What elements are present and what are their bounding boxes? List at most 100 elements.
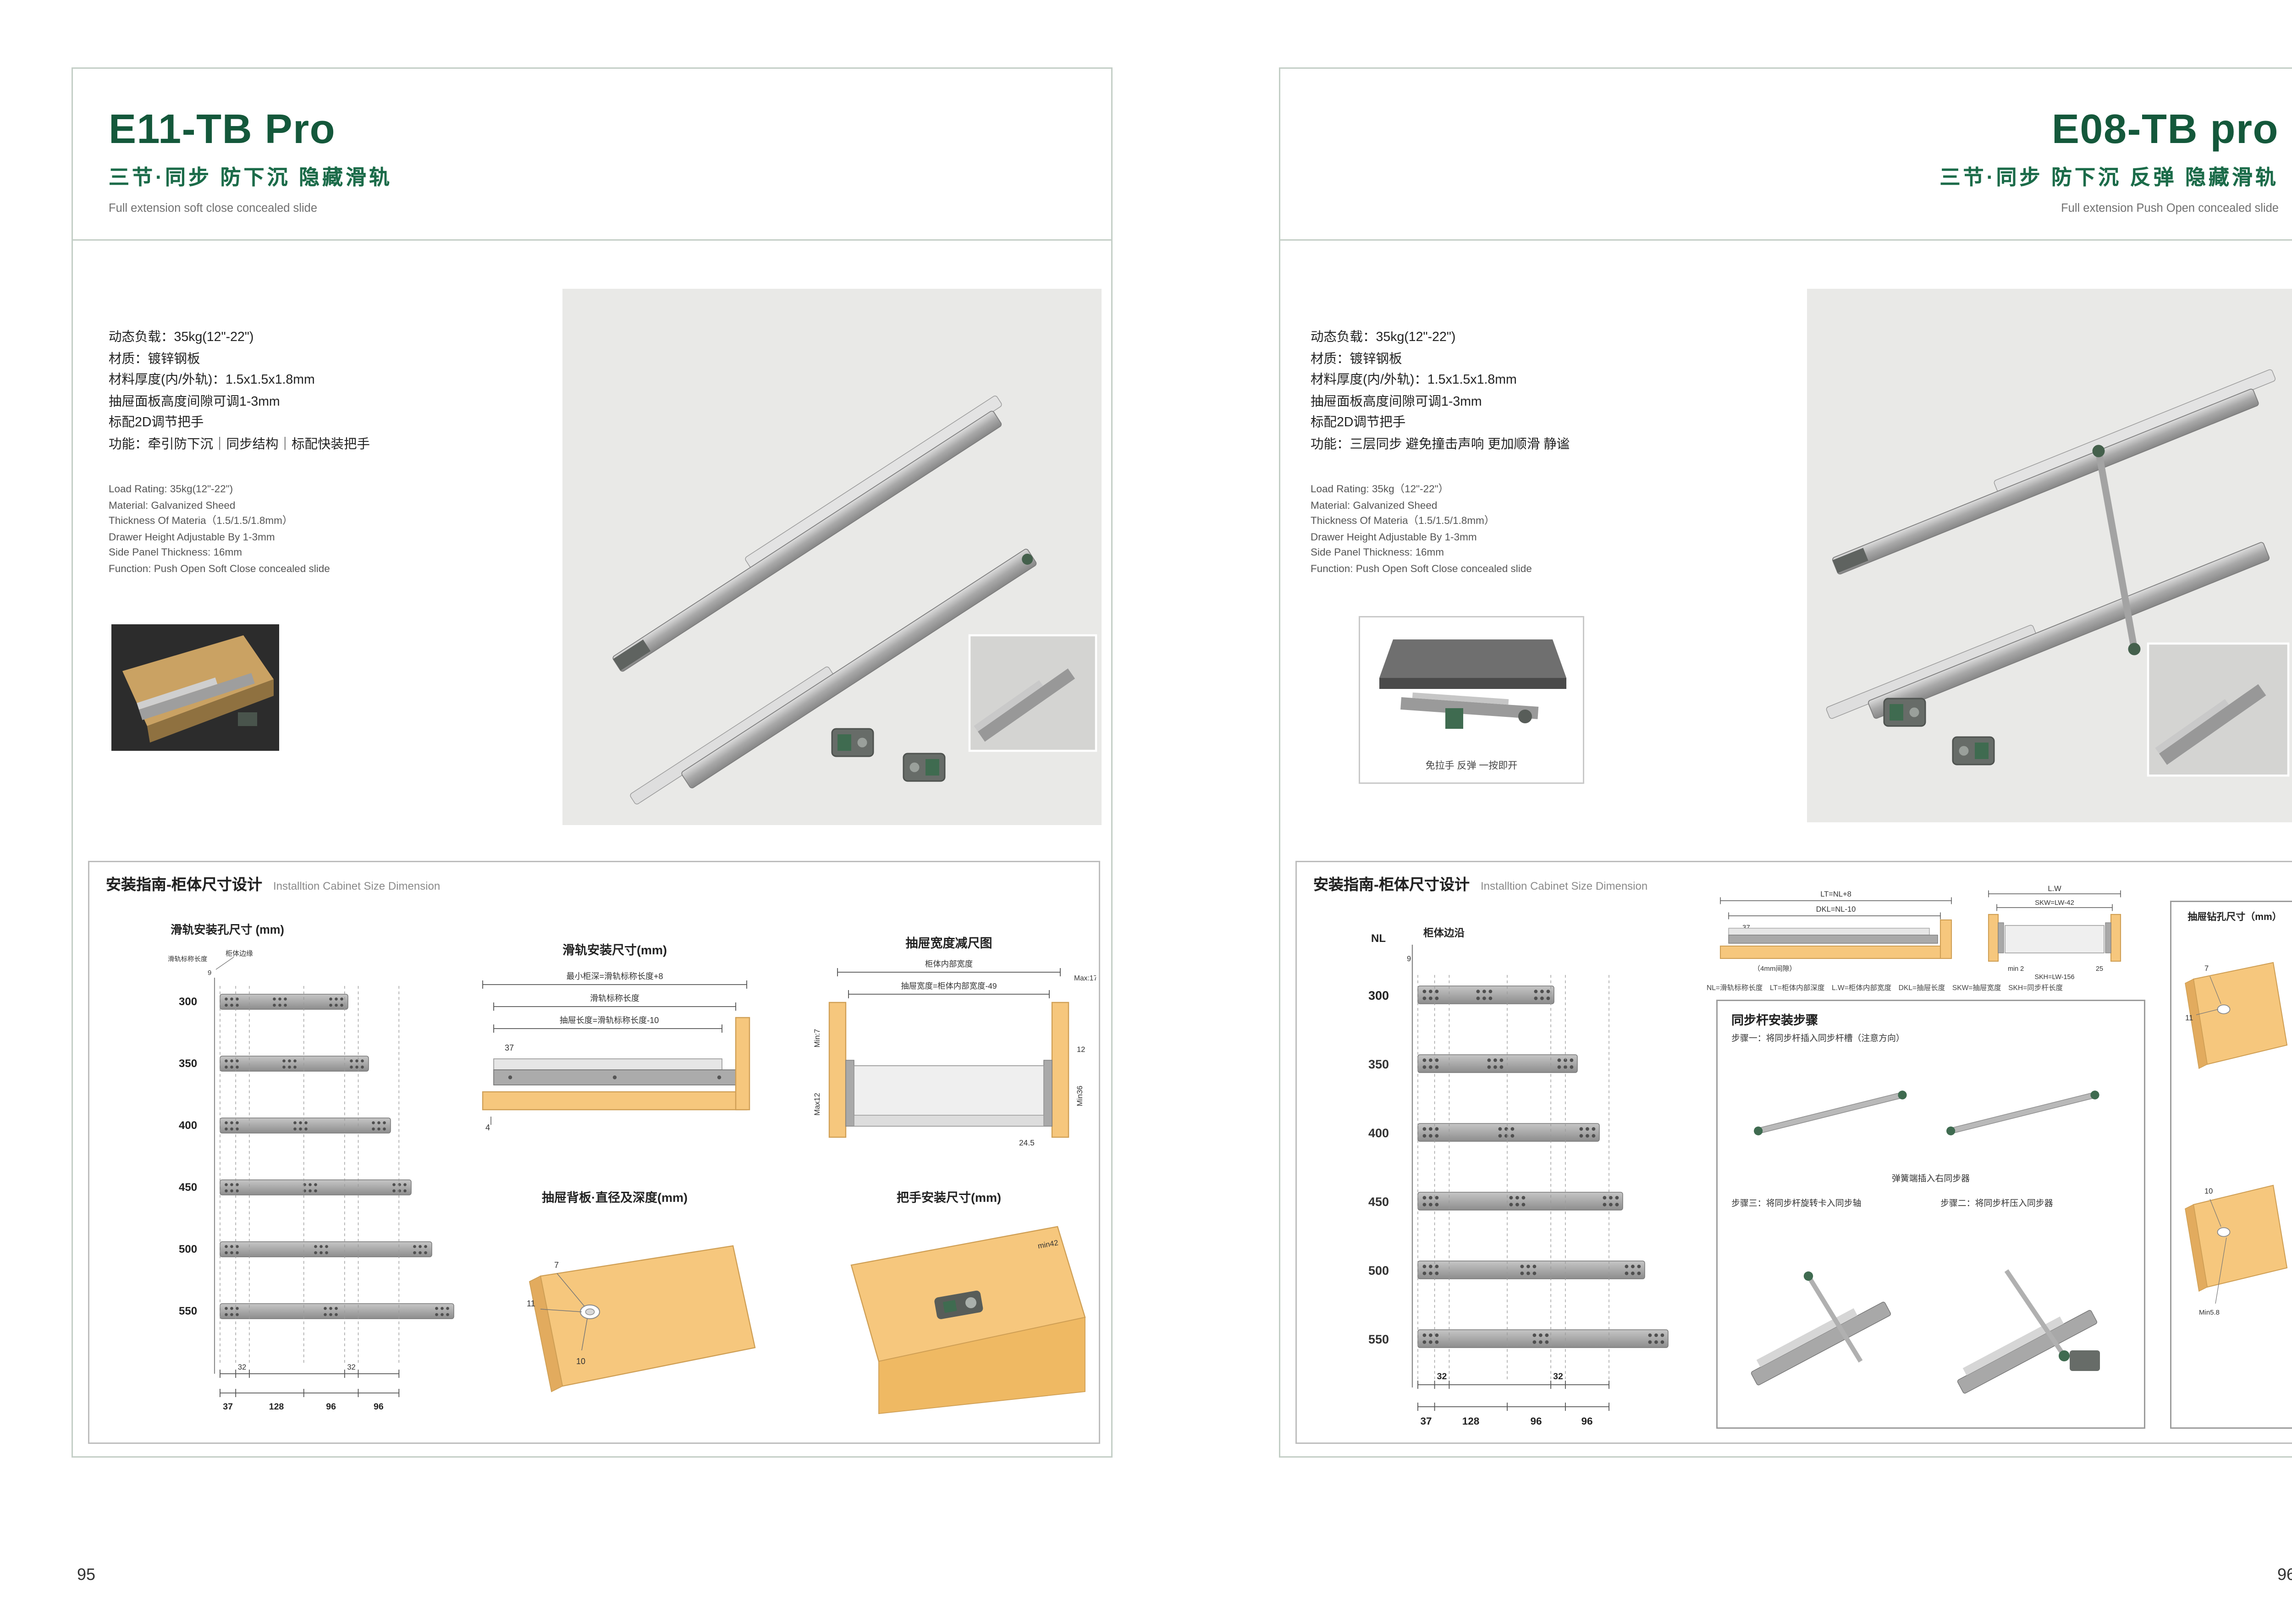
d2-title: 滑轨安装尺寸(mm) — [562, 943, 667, 957]
spec-line: 材质：镀锌钢板 — [1311, 351, 1402, 367]
photo-small-graphic — [1360, 617, 1583, 755]
dimension-legend: NL=滑轨标称长度 LT=柜体内部深度 L.W=柜体内部宽度 DKL=抽屉长度 … — [1707, 985, 2063, 993]
sync-rod-steps-box: 同步杆安装步骤 步骤一：将同步杆插入同步杆槽（注意方向） 弹簧端插入右同步器 步… — [1716, 1000, 2145, 1429]
product-title: E08-TB pro — [2051, 107, 2279, 153]
dim-label: 最小柜深=滑轨标称长度+8 — [566, 972, 663, 981]
sync-box-title: 同步杆安装步骤 — [1731, 1013, 1818, 1027]
spec-line: Load Rating: 35kg(12"-22") — [109, 483, 233, 495]
spec-line: Drawer Height Adjustable By 1-3mm — [109, 530, 275, 543]
dim-label: DKL=NL-10 — [1816, 905, 1856, 914]
rail-length-label: 550 — [1368, 1332, 1389, 1346]
dim-label: 32 — [1553, 1371, 1563, 1382]
stack-label-edge: 柜体边缘 — [226, 950, 253, 958]
slide-rail-lower — [1826, 542, 2270, 719]
dim-label: 96 — [374, 1402, 384, 1412]
photo-large-graphic — [1807, 289, 2292, 822]
mount-clip — [1883, 698, 1926, 727]
sync-step3-graphic — [1751, 1271, 1891, 1386]
slide-rail-upper — [1832, 369, 2276, 575]
spec-line: Drawer Height Adjustable By 1-3mm — [1311, 530, 1477, 543]
header-divider — [1280, 239, 2292, 241]
stack-label-edge: 柜体边沿 — [1423, 927, 1465, 939]
rail-length-label: 450 — [179, 1181, 197, 1194]
rail-row: 500 — [1368, 1261, 1645, 1279]
stack-svg: NL 柜体边沿 9 300 350 400 — [1368, 927, 1669, 1427]
dim-label: 4 — [485, 1123, 490, 1132]
dim-line-upper — [220, 1370, 400, 1378]
product-subtitle: 三节·同步 防下沉 反弹 隐藏滑轨 — [1939, 166, 2279, 190]
spec-line: 标配2D调节把手 — [109, 415, 204, 430]
dim-line-lower — [220, 1389, 400, 1397]
product-subtitle-en: Full extension soft close concealed slid… — [109, 201, 318, 215]
dim-label: 柜体内部宽度 — [925, 959, 973, 969]
spec-line: Side Panel Thickness: 16mm — [109, 546, 242, 558]
dim-label: LT=NL+8 — [1820, 890, 1851, 898]
dim-label: 7 — [2204, 964, 2209, 973]
d3-svg: 抽屉宽度减尺图 柜体内部宽度 抽屉宽度=柜体内部宽度-49 Min:7 Max1… — [813, 936, 1096, 1147]
product-photo-large — [1807, 289, 2292, 822]
spec-line: Material: Galvanized Sheed — [109, 498, 236, 511]
sync-step1-text: 步骤一：将同步杆插入同步杆槽（注意方向） — [1731, 1034, 1905, 1044]
rail-row: 300 — [1368, 985, 1554, 1004]
drill-title: 抽屉钻孔尺寸（mm） — [2187, 911, 2281, 922]
profileB-svg: L.W SKW=LW-42 min 2 25 SKH=LW-156 — [1988, 885, 2121, 980]
spec-line: Load Rating: 35kg（12"-22"） — [1311, 483, 1449, 495]
sync-rod — [2092, 445, 2141, 655]
dim-line-lower — [1417, 1403, 1609, 1411]
stack-title: 滑轨安装孔尺寸 (mm) — [171, 923, 284, 936]
dim-label: 抽屉宽度=柜体内部宽度-49 — [901, 981, 997, 991]
rail-length-label: 400 — [1368, 1126, 1389, 1140]
install-title-cn: 安装指南-柜体尺寸设计 — [1313, 877, 1470, 894]
rail-length-label: 350 — [179, 1057, 197, 1070]
drill-svg: 抽屉钻孔尺寸（mm） 7 11 10 Min5.8 — [2185, 911, 2288, 1316]
right-header: E08-TB pro 三节·同步 防下沉 反弹 隐藏滑轨 Full extens… — [1940, 107, 2279, 215]
profileA-svg: LT=NL+8 DKL=NL-10 37 （4mm间隙） — [1719, 890, 1952, 973]
install-title-en: Installtion Cabinet Size Dimension — [1481, 880, 1648, 892]
product-title: E11-TB Pro — [109, 107, 336, 153]
stack-svg: 滑轨安装孔尺寸 (mm) 滑轨标称长度 柜体边缘 9 300 350 — [168, 923, 454, 1412]
spec-line: Thickness Of Materia（1.5/1.5/1.8mm） — [1311, 514, 1495, 527]
left-header: E11-TB Pro 三节·同步 防下沉 隐藏滑轨 Full extension… — [109, 107, 392, 215]
rail-length-label: 300 — [179, 996, 197, 1008]
d2-svg: 滑轨安装尺寸(mm) 最小柜深=滑轨标称长度+8 滑轨标称长度 抽屉长度=滑轨标… — [482, 943, 750, 1132]
dim-label: SKW=LW-42 — [2035, 899, 2074, 907]
rail-row: 550 — [179, 1303, 454, 1319]
dim-label: 10 — [576, 1357, 585, 1366]
d3-title: 抽屉宽度减尺图 — [906, 936, 992, 950]
dim-label: 37 — [223, 1402, 233, 1412]
rail-row: 500 — [179, 1241, 432, 1257]
photo-caption: 免拉手 反弹 一按即开 — [1425, 762, 1518, 771]
rail-row: 400 — [1368, 1123, 1600, 1142]
rail-row: 350 — [1368, 1054, 1578, 1073]
back-panel-drawing: 抽屉背板·直径及深度(mm) 7 11 10 — [463, 1185, 766, 1426]
page-number-left: 95 — [77, 1565, 96, 1584]
product-subtitle: 三节·同步 防下沉 隐藏滑轨 — [109, 166, 393, 190]
spec-list-en: Load Rating: 35kg(12"-22") Material: Gal… — [109, 481, 535, 576]
guide-lines — [220, 986, 399, 1365]
dim-label: Min:7 — [813, 1029, 821, 1047]
spec-line: 功能：牵引防下沉｜同步结构｜标配快装把手 — [109, 436, 370, 452]
sync-rods-graphic — [1754, 1090, 2099, 1135]
rail-length-label: 400 — [179, 1119, 197, 1132]
photo-large-graphic — [562, 289, 1102, 825]
spec-line: 材料厚度(内/外轨)：1.5x1.5x1.8mm — [109, 373, 315, 388]
spec-line: 标配2D调节把手 — [1311, 415, 1406, 430]
dim-label: 37 — [1420, 1415, 1432, 1427]
spec-list-en: Load Rating: 35kg（12"-22"） Material: Gal… — [1311, 481, 1751, 576]
spec-line: 抽屉面板高度间隙可调1-3mm — [109, 394, 280, 409]
mount-clip — [903, 753, 946, 782]
dim-label: Max12 — [813, 1093, 821, 1116]
spec-line: Function: Push Open Soft Close concealed… — [109, 562, 330, 574]
dim-label: 96 — [1530, 1415, 1542, 1427]
spec-line: 材质：镀锌钢板 — [109, 351, 200, 367]
stack-label-left: 滑轨标称长度 — [168, 955, 207, 963]
stack-drawing: NL 柜体边沿 9 300 350 400 — [1352, 903, 1682, 1429]
spec-line: Thickness Of Materia（1.5/1.5/1.8mm） — [109, 514, 293, 527]
product-photo-small — [111, 624, 279, 751]
dim-label: 24.5 — [1019, 1138, 1035, 1147]
product-photo-large — [562, 289, 1102, 825]
install-section-title: 安装指南-柜体尺寸设计 Installtion Cabinet Size Dime… — [1313, 873, 1647, 895]
